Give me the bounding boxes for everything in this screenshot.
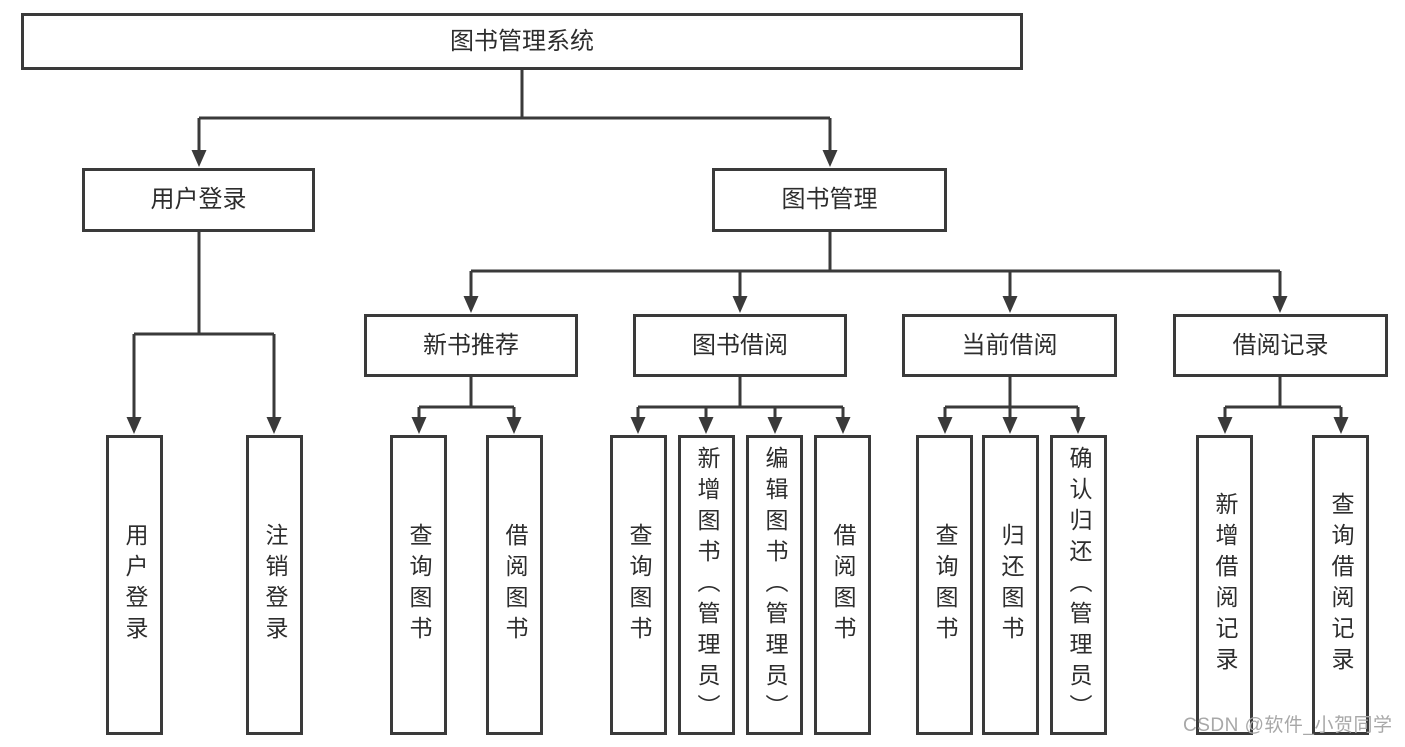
leaf-borrow-books-recommend: 借阅图书 (486, 435, 543, 735)
node-book-borrow: 图书借阅 (633, 314, 847, 377)
leaf-query-books-recommend: 查询图书 (390, 435, 447, 735)
csdn-watermark: CSDN @软件_小贺同学 (1183, 715, 1393, 736)
leaf-user-login: 用户登录 (106, 435, 163, 735)
leaf-query-borrow-record: 查询借阅记录 (1312, 435, 1369, 735)
node-new-book-recommend: 新书推荐 (364, 314, 578, 377)
node-root: 图书管理系统 (21, 13, 1023, 70)
node-current-borrow: 当前借阅 (902, 314, 1117, 377)
leaf-borrow-books: 借阅图书 (814, 435, 871, 735)
node-user-login: 用户登录 (82, 168, 315, 232)
node-borrow-record: 借阅记录 (1173, 314, 1388, 377)
leaf-add-borrow-record: 新增借阅记录 (1196, 435, 1253, 735)
leaf-logout-login: 注销登录 (246, 435, 303, 735)
leaf-query-books-borrow: 查询图书 (610, 435, 667, 735)
leaf-add-book-admin: 新增图书（管理员） (678, 435, 735, 735)
leaf-confirm-return-admin: 确认归还（管理员） (1050, 435, 1107, 735)
leaf-edit-book-admin: 编辑图书（管理员） (746, 435, 803, 735)
leaf-return-book: 归还图书 (982, 435, 1039, 735)
leaf-query-books-current: 查询图书 (916, 435, 973, 735)
node-book-manage: 图书管理 (712, 168, 947, 232)
